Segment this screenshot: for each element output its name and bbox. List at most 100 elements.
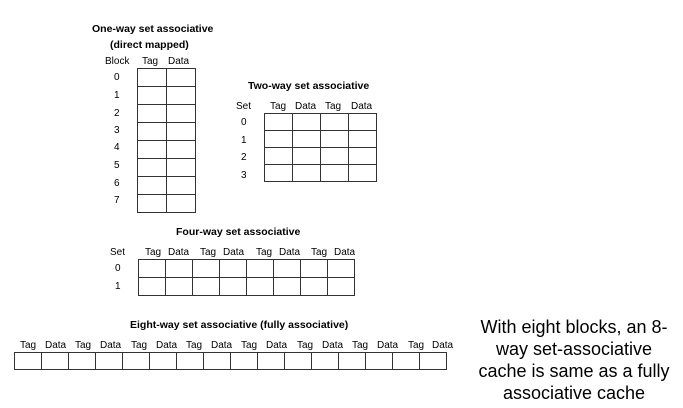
two-way-tag-header: Tag (325, 101, 342, 112)
eight-way-data-header: Data (266, 340, 288, 351)
tag-cell (192, 277, 220, 296)
four-way-data-header: Data (168, 247, 190, 258)
eight-way-tag-header: Tag (352, 340, 369, 351)
data-cell (41, 352, 69, 370)
tag-cell (246, 259, 274, 278)
data-cell (419, 352, 447, 370)
tag-cell (264, 113, 293, 131)
data-cell (166, 122, 196, 141)
one-way-row-label: 2 (114, 108, 120, 119)
eight-way-tag-header: Tag (297, 340, 314, 351)
eight-way-cache-grid (14, 352, 447, 370)
one-way-cache-grid (137, 68, 196, 213)
note-line: With eight blocks, an 8- (480, 317, 668, 337)
four-way-data-header: Data (334, 247, 356, 258)
data-cell (166, 176, 196, 195)
one-way-row-label: 7 (114, 195, 120, 206)
data-cell (327, 277, 355, 296)
tag-cell (392, 352, 420, 370)
one-way-tag-header: Tag (142, 56, 159, 67)
data-cell (203, 352, 231, 370)
four-way-tag-header: Tag (200, 247, 217, 258)
tag-cell (300, 277, 328, 296)
tag-cell (138, 259, 166, 278)
four-way-data-header: Data (279, 247, 301, 258)
four-way-cache-grid (138, 259, 355, 296)
data-cell (348, 164, 377, 182)
data-cell (166, 194, 196, 213)
tag-cell (137, 104, 167, 123)
eight-way-tag-header: Tag (408, 340, 425, 351)
four-way-data-header: Data (223, 247, 245, 258)
data-cell (166, 140, 196, 159)
tag-cell (176, 352, 204, 370)
data-cell (166, 68, 196, 87)
tag-cell (264, 147, 293, 165)
four-way-tag-header: Tag (145, 247, 162, 258)
four-way-row-label: 0 (115, 263, 121, 274)
data-cell (273, 277, 301, 296)
tag-cell (137, 158, 167, 177)
one-way-row-label: 5 (114, 160, 120, 171)
two-way-data-header: Data (295, 101, 317, 112)
data-cell (292, 130, 321, 148)
one-way-subtitle: (direct mapped) (110, 39, 189, 51)
tag-cell (320, 113, 349, 131)
tag-cell (14, 352, 42, 370)
data-cell (219, 259, 247, 278)
data-cell (166, 158, 196, 177)
eight-way-data-header: Data (432, 340, 454, 351)
one-way-block-header: Block (105, 56, 130, 67)
tag-cell (320, 164, 349, 182)
data-cell (348, 130, 377, 148)
eight-way-data-header: Data (100, 340, 122, 351)
tag-cell (122, 352, 150, 370)
tag-cell (338, 352, 366, 370)
two-way-cache-grid (264, 113, 377, 182)
data-cell (219, 277, 247, 296)
explanatory-note: With eight blocks, an 8- way set-associa… (468, 316, 680, 404)
tag-cell (137, 140, 167, 159)
tag-cell (138, 277, 166, 296)
tag-cell (300, 259, 328, 278)
data-cell (165, 277, 193, 296)
data-cell (365, 352, 393, 370)
two-way-set-header: Set (236, 101, 252, 112)
eight-way-tag-header: Tag (75, 340, 92, 351)
data-cell (292, 113, 321, 131)
tag-cell (230, 352, 258, 370)
two-way-row-label: 0 (241, 117, 247, 128)
data-cell (311, 352, 339, 370)
two-way-data-header: Data (351, 101, 373, 112)
data-cell (95, 352, 123, 370)
tag-cell (137, 68, 167, 87)
four-way-row-label: 1 (115, 281, 121, 292)
eight-way-data-header: Data (45, 340, 67, 351)
one-way-row-label: 3 (114, 125, 120, 136)
two-way-title: Two-way set associative (248, 80, 370, 92)
one-way-data-header: Data (168, 56, 190, 67)
data-cell (348, 147, 377, 165)
note-line: cache is same as a fully (478, 361, 670, 381)
one-way-row-label: 6 (114, 178, 120, 189)
eight-way-tag-header: Tag (186, 340, 203, 351)
data-cell (327, 259, 355, 278)
data-cell (292, 164, 321, 182)
eight-way-title: Eight-way set associative (fully associa… (130, 319, 349, 331)
four-way-tag-header: Tag (311, 247, 328, 258)
tag-cell (246, 277, 274, 296)
one-way-title: One-way set associative (92, 23, 214, 35)
one-way-row-label: 0 (114, 72, 120, 83)
tag-cell (264, 164, 293, 182)
two-way-row-label: 2 (241, 152, 247, 163)
four-way-set-header: Set (110, 247, 126, 258)
tag-cell (192, 259, 220, 278)
two-way-row-label: 3 (241, 170, 247, 181)
eight-way-tag-header: Tag (241, 340, 258, 351)
tag-cell (137, 176, 167, 195)
one-way-row-label: 4 (114, 142, 120, 153)
tag-cell (264, 130, 293, 148)
eight-way-data-header: Data (322, 340, 344, 351)
data-cell (273, 259, 301, 278)
tag-cell (284, 352, 312, 370)
